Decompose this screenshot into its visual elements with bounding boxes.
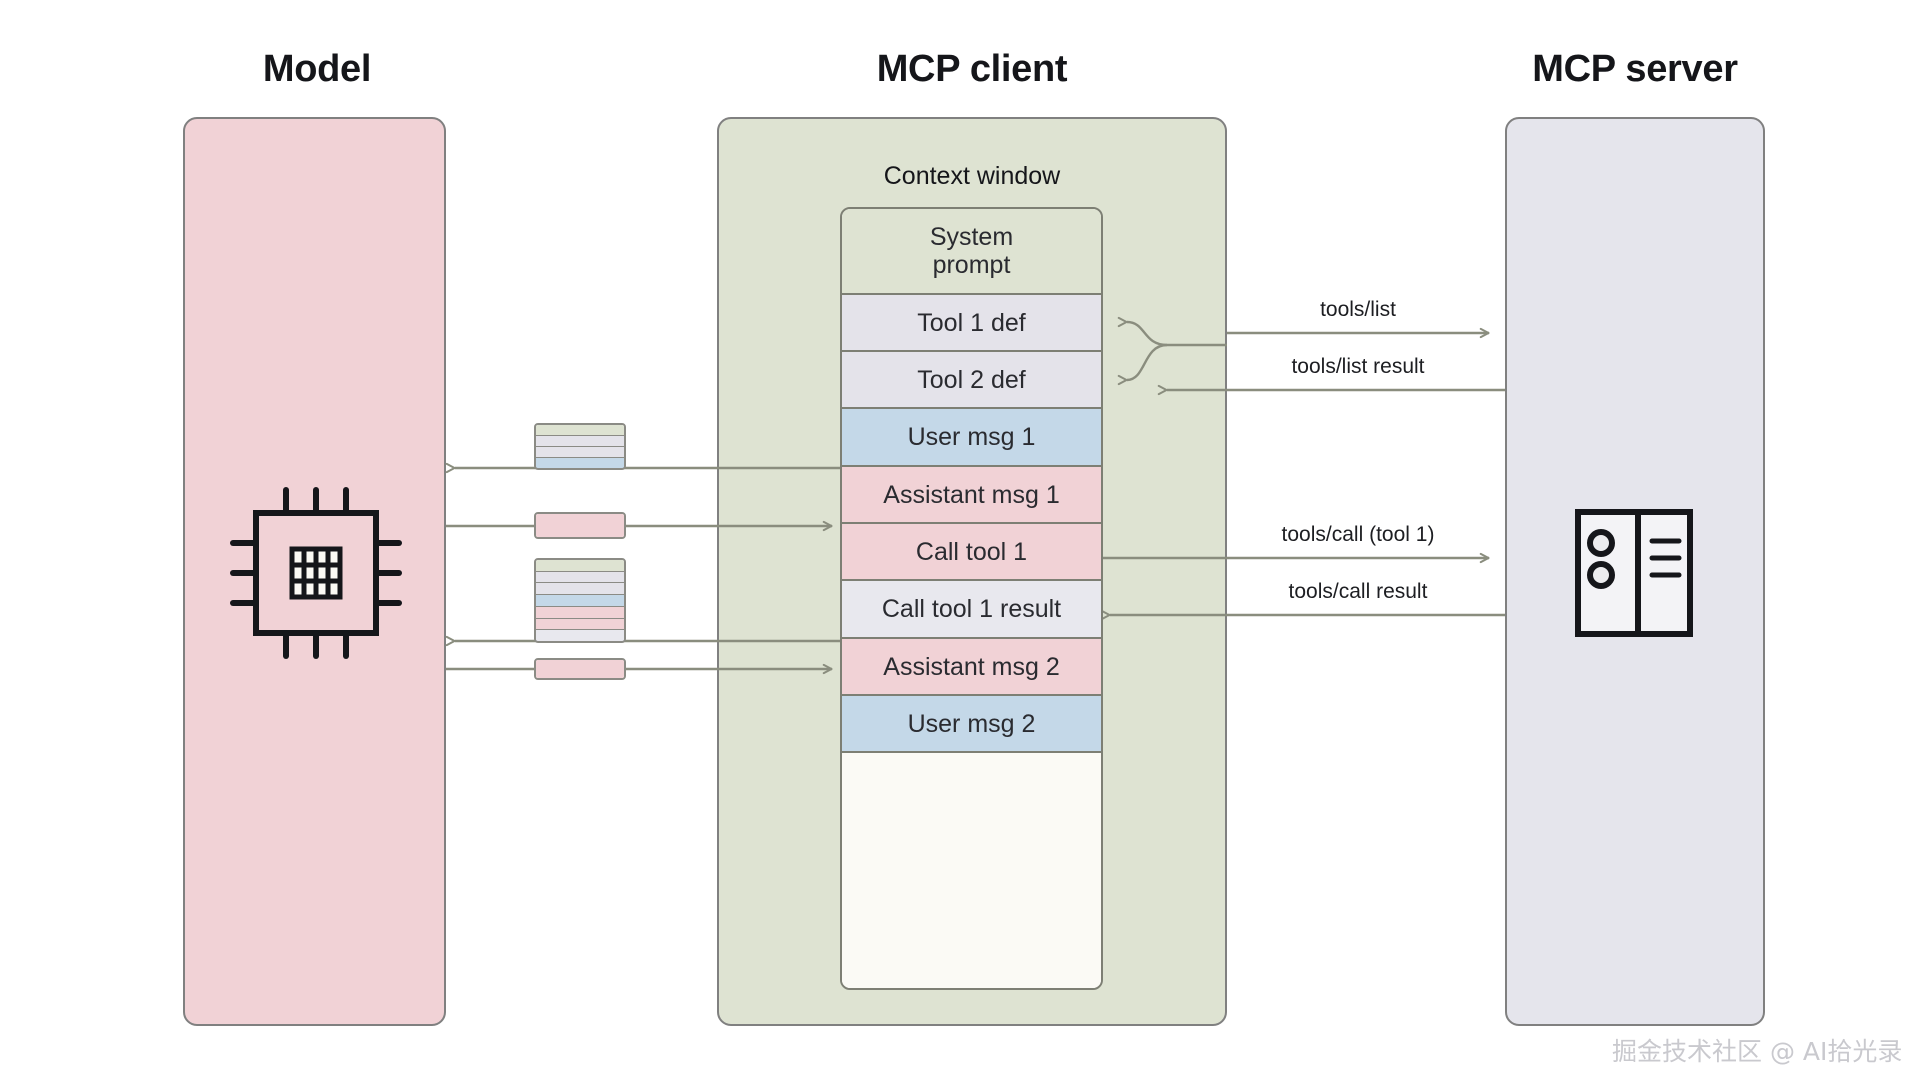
token-band [536, 447, 624, 458]
context-row-user-msg-1[interactable]: User msg 1 [842, 409, 1101, 467]
context-window-label: Context window [883, 162, 1061, 190]
token-band [536, 571, 624, 584]
context-row-call-tool-1[interactable]: Call tool 1 [842, 524, 1101, 581]
token-band [536, 630, 624, 641]
tokens-prompt-2 [534, 558, 626, 643]
tokens-completion-2 [534, 658, 626, 680]
model-panel[interactable] [183, 117, 446, 1026]
client-column-title: MCP client [876, 48, 1068, 90]
arrow-label-tools-list: tools/list [1320, 298, 1396, 321]
token-band [536, 425, 624, 436]
token-band [536, 660, 624, 678]
arrow-tools-list-fork-lower [1117, 343, 1168, 386]
token-band [536, 583, 624, 596]
token-band [536, 514, 624, 537]
token-band [536, 618, 624, 631]
arrow-label-tools-call: tools/call (tool 1) [1281, 523, 1435, 546]
token-band [536, 595, 624, 607]
context-row-system-prompt[interactable]: System prompt [842, 209, 1101, 295]
token-band [536, 458, 624, 468]
watermark: 掘金技术社区 @ AI拾光录 [1612, 1037, 1903, 1066]
token-band [536, 436, 624, 447]
arrow-label-tools-call-result: tools/call result [1288, 580, 1428, 603]
arrow-tools-list-fork-upper [1117, 316, 1168, 347]
server-column-title: MCP server [1532, 48, 1738, 90]
context-row-user-msg-2[interactable]: User msg 2 [842, 696, 1101, 753]
context-window[interactable]: System prompt Tool 1 def Tool 2 def User… [840, 207, 1103, 990]
cpu-chip-icon [230, 487, 402, 659]
arrow-label-tools-list-result: tools/list result [1291, 355, 1425, 378]
context-row-assistant-msg-1[interactable]: Assistant msg 1 [842, 467, 1101, 524]
tokens-prompt-1 [534, 423, 626, 470]
tokens-completion-1 [534, 512, 626, 539]
context-row-tool-2-def[interactable]: Tool 2 def [842, 352, 1101, 409]
context-row-assistant-msg-2[interactable]: Assistant msg 2 [842, 639, 1101, 696]
token-band [536, 560, 624, 572]
context-row-call-tool-1-result[interactable]: Call tool 1 result [842, 581, 1101, 639]
token-band [536, 606, 624, 619]
context-row-tool-1-def[interactable]: Tool 1 def [842, 295, 1101, 352]
server-tower-icon [1575, 509, 1693, 637]
context-row-empty-space[interactable] [842, 753, 1101, 988]
model-column-title: Model [262, 48, 372, 90]
